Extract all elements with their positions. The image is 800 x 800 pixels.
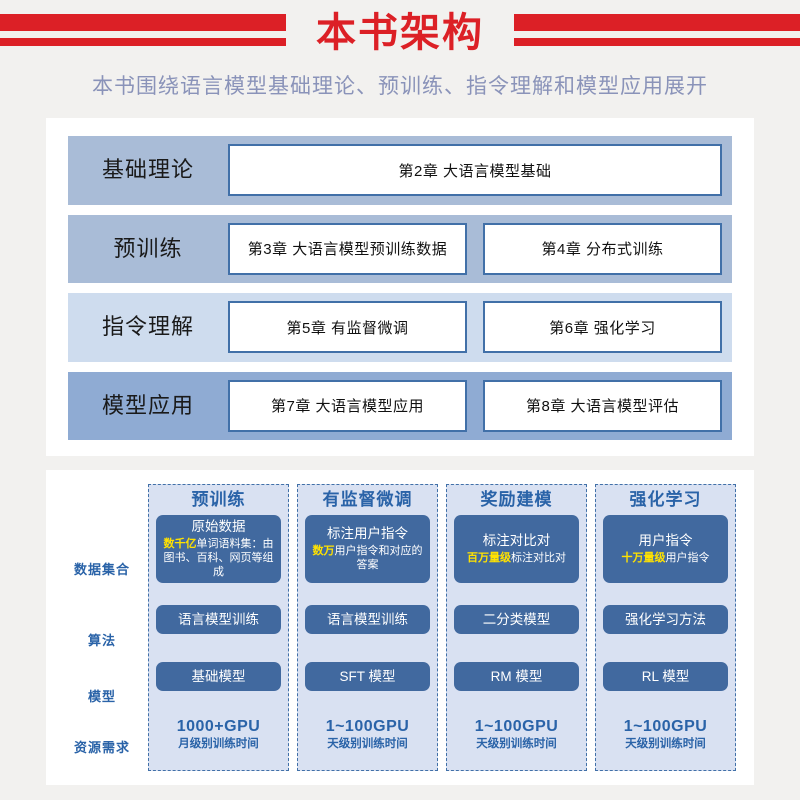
pipeline-dataset-pill[interactable]: 原始数据 数千亿单词语料集：由图书、百科、网页等组成 (156, 515, 281, 583)
architecture-row-boxes: 第2章 大语言模型基础 (228, 144, 722, 197)
resource-main: 1~100GPU (623, 718, 708, 735)
red-bar-thick-left (0, 14, 286, 31)
dataset-detail: 数千亿单词语料集：由图书、百科、网页等组成 (160, 537, 277, 580)
red-bar-thin-right (514, 38, 800, 46)
pipeline-dataset-pill[interactable]: 用户指令 十万量级用户指令 (603, 515, 728, 583)
page-title: 本书架构 (316, 11, 484, 55)
resource-sub: 月级别训练时间 (178, 737, 259, 750)
pipeline-row-label-dataset: 数据集合 (73, 561, 130, 577)
pipeline-resource-block: 1~100GPU 天级别训练时间 (475, 717, 559, 751)
resource-sub: 天级别训练时间 (476, 737, 557, 750)
architecture-card: 基础理论 第2章 大语言模型基础 预训练 第3章 大语言模型预训练数据 第4章 … (46, 118, 754, 456)
pipeline-card: 数据集合 算法 模型 资源需求 预训练 原始数据 数千亿单词语料集：由图书、百科… (46, 470, 754, 785)
page-subtitle: 本书围绕语言模型基础理论、预训练、指令理解和模型应用展开 (92, 75, 708, 98)
architecture-row-boxes: 第5章 有监督微调 第6章 强化学习 (228, 301, 722, 354)
chapter-box[interactable]: 第7章 大语言模型应用 (228, 379, 467, 432)
dataset-rest: 用户指令 (665, 551, 710, 564)
pipeline-dataset-pill[interactable]: 标注对比对 百万量级标注对比对 (454, 515, 579, 583)
dataset-rest: 用户指令和对应的答案 (334, 544, 423, 571)
chapter-box[interactable]: 第8章 大语言模型评估 (483, 379, 722, 432)
pipeline-column-title: 强化学习 (629, 490, 702, 509)
architecture-row: 基础理论 第2章 大语言模型基础 (68, 136, 732, 205)
resource-main: 1000+GPU (176, 718, 261, 735)
pipeline-row-labels: 数据集合 算法 模型 资源需求 (56, 484, 148, 771)
dataset-highlight: 数千亿 (163, 537, 197, 550)
dataset-detail: 百万量级标注对比对 (467, 551, 566, 565)
pipeline-matrix: 数据集合 算法 模型 资源需求 预训练 原始数据 数千亿单词语料集：由图书、百科… (46, 470, 754, 785)
pipeline-model-pill[interactable]: RM 模型 (454, 662, 579, 691)
dataset-rest: 标注对比对 (511, 551, 566, 564)
decorative-bars-right (514, 14, 800, 46)
dataset-highlight: 数万 (312, 544, 335, 557)
pipeline-algorithm-pill[interactable]: 语言模型训练 (305, 605, 430, 634)
page-header: 本书架构 本书围绕语言模型基础理论、预训练、指令理解和模型应用展开 (0, 0, 800, 112)
architecture-row-label: 模型应用 (101, 392, 194, 418)
chapter-box[interactable]: 第4章 分布式训练 (483, 222, 722, 275)
dataset-highlight: 百万量级 (467, 551, 511, 564)
pipeline-column[interactable]: 有监督微调 标注用户指令 数万用户指令和对应的答案 语言模型训练 SFT 模型 … (297, 484, 438, 771)
resource-main: 1~100GPU (474, 718, 559, 735)
resource-sub: 天级别训练时间 (327, 737, 408, 750)
resource-sub: 天级别训练时间 (625, 737, 706, 750)
pipeline-algorithm-pill[interactable]: 二分类模型 (454, 605, 579, 634)
dataset-headline: 标注用户指令 (327, 525, 408, 541)
pipeline-resource-block: 1000+GPU 月级别训练时间 (177, 717, 261, 751)
architecture-row: 预训练 第3章 大语言模型预训练数据 第4章 分布式训练 (68, 214, 732, 283)
chapter-box[interactable]: 第2章 大语言模型基础 (228, 144, 722, 197)
pipeline-column[interactable]: 预训练 原始数据 数千亿单词语料集：由图书、百科、网页等组成 语言模型训练 基础… (148, 484, 289, 771)
pipeline-column-title: 奖励建模 (480, 490, 553, 509)
architecture-row-boxes: 第7章 大语言模型应用 第8章 大语言模型评估 (228, 379, 722, 432)
title-row: 本书架构 (0, 0, 800, 66)
pipeline-model-pill[interactable]: SFT 模型 (305, 662, 430, 691)
architecture-row-boxes: 第3章 大语言模型预训练数据 第4章 分布式训练 (228, 222, 722, 275)
pipeline-columns: 预训练 原始数据 数千亿单词语料集：由图书、百科、网页等组成 语言模型训练 基础… (148, 484, 736, 771)
architecture-row: 指令理解 第5章 有监督微调 第6章 强化学习 (68, 293, 732, 362)
pipeline-model-pill[interactable]: RL 模型 (603, 662, 728, 691)
architecture-row-label: 指令理解 (101, 314, 194, 340)
pipeline-model-pill[interactable]: 基础模型 (156, 662, 281, 691)
pipeline-column-title: 预训练 (191, 490, 246, 509)
dataset-headline: 用户指令 (638, 532, 693, 548)
pipeline-row-label-algorithm: 算法 (87, 632, 116, 648)
architecture-row-label: 预训练 (113, 235, 183, 261)
red-bar-thin-left (0, 38, 286, 46)
pipeline-algorithm-pill[interactable]: 强化学习方法 (603, 605, 728, 634)
dataset-highlight: 十万量级 (621, 551, 666, 564)
red-bar-thick-right (514, 14, 800, 31)
pipeline-resource-block: 1~100GPU 天级别训练时间 (326, 717, 410, 751)
architecture-rows: 基础理论 第2章 大语言模型基础 预训练 第3章 大语言模型预训练数据 第4章 … (68, 136, 732, 440)
dataset-headline: 标注对比对 (482, 532, 551, 548)
pipeline-algorithm-pill[interactable]: 语言模型训练 (156, 605, 281, 634)
pipeline-column-title: 有监督微调 (322, 490, 413, 509)
decorative-bars-left (0, 14, 286, 46)
architecture-row-label: 基础理论 (101, 157, 194, 183)
chapter-box[interactable]: 第6章 强化学习 (483, 301, 722, 354)
pipeline-row-label-resource: 资源需求 (73, 740, 130, 756)
resource-main: 1~100GPU (325, 718, 410, 735)
dataset-rest: 单词语料集：由图书、百科、网页等组成 (163, 537, 274, 579)
pipeline-column[interactable]: 强化学习 用户指令 十万量级用户指令 强化学习方法 RL 模型 1~100GPU… (595, 484, 736, 771)
pipeline-column[interactable]: 奖励建模 标注对比对 百万量级标注对比对 二分类模型 RM 模型 1~100GP… (446, 484, 587, 771)
chapter-box[interactable]: 第3章 大语言模型预训练数据 (228, 222, 467, 275)
architecture-row: 模型应用 第7章 大语言模型应用 第8章 大语言模型评估 (68, 371, 732, 440)
dataset-detail: 十万量级用户指令 (622, 551, 710, 565)
dataset-headline: 原始数据 (191, 518, 246, 534)
dataset-detail: 数万用户指令和对应的答案 (309, 544, 426, 573)
pipeline-dataset-pill[interactable]: 标注用户指令 数万用户指令和对应的答案 (305, 515, 430, 583)
chapter-box[interactable]: 第5章 有监督微调 (228, 301, 467, 354)
pipeline-resource-block: 1~100GPU 天级别训练时间 (624, 717, 708, 751)
pipeline-row-label-model: 模型 (87, 688, 116, 704)
